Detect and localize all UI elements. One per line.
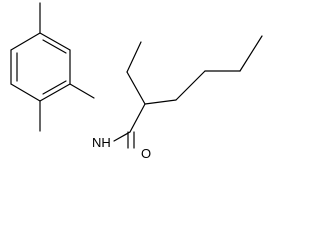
- butyl-bond-2: [175, 70, 206, 101]
- chemical-structure-diagram: NH O: [10, 2, 263, 161]
- nitrogen-to-carbonyl-bond: [113, 131, 131, 142]
- benzene-ring: [10, 32, 71, 102]
- ring-to-nitrogen-bond: [69, 83, 95, 99]
- ethyl-terminal-bond: [126, 41, 142, 73]
- butyl-bond-4: [239, 35, 263, 72]
- carbonyl-to-alpha-bond: [129, 103, 146, 133]
- alpha-to-ethyl-bond: [126, 71, 146, 105]
- alpha-to-butyl-bond: [144, 99, 177, 105]
- ring-bond-1: [39, 32, 71, 51]
- ring-bond-3-inner: [42, 80, 67, 95]
- ring-bond-1-inner: [42, 39, 67, 54]
- ring-bond-4: [10, 83, 41, 102]
- oxygen-label: O: [141, 146, 151, 161]
- ring-bond-6: [10, 32, 41, 51]
- nitrogen-label: NH: [92, 135, 111, 150]
- ring-bond-3: [39, 83, 71, 102]
